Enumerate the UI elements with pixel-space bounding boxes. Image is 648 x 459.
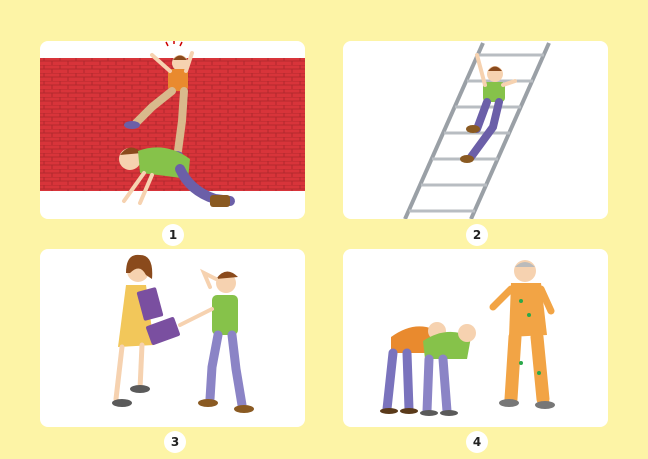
ladder <box>403 42 551 219</box>
panel-4 <box>343 249 608 427</box>
panel-number-4: 4 <box>466 431 488 453</box>
panel-3 <box>40 249 305 427</box>
panel-number-1: 1 <box>162 224 184 246</box>
panel-2 <box>343 41 608 219</box>
ladder-boy <box>460 53 517 163</box>
boy <box>178 268 254 413</box>
give-book-illustration <box>112 254 254 413</box>
book-held <box>136 287 164 321</box>
wall-climb-illustration <box>40 41 305 207</box>
ladder-climb-illustration <box>403 42 551 219</box>
bow-to-elder-illustration <box>380 260 555 416</box>
panel-number-2: 2 <box>466 224 488 246</box>
bowing-boy-green <box>420 324 476 416</box>
panel-1 <box>40 41 305 219</box>
girl <box>112 254 180 407</box>
panel-number-3: 3 <box>164 431 186 453</box>
old-man <box>489 260 555 409</box>
book-given <box>146 317 180 345</box>
kneeling-friend <box>119 147 235 207</box>
